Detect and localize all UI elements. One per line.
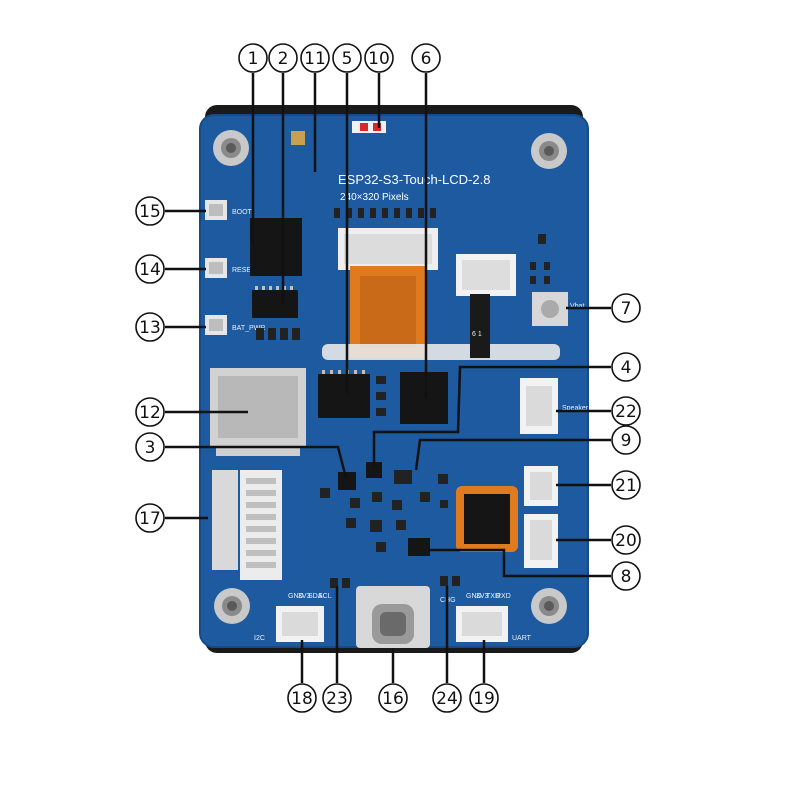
resistor-array [334,208,436,218]
chip-3 [338,472,356,490]
callout-17: 17 [139,509,161,529]
mounting-hole-top-right [531,133,567,169]
callout-3: 3 [145,438,156,458]
uart-pin-txd: TXD [486,593,500,600]
mounting-hole-top-left [213,130,249,166]
callout-20: 20 [615,531,637,551]
flash-chip [252,290,298,318]
i2c-connector[interactable] [276,606,324,642]
uart-pin-rxd: RXD [496,593,511,600]
callout-19: 19 [473,689,495,709]
i2c-pin-3v3: 3V3 [298,593,311,600]
chip-8 [408,538,430,556]
mounting-hole-bottom-right [531,588,567,624]
board-subtitle: 240×320 Pixels [340,192,409,203]
connector-20[interactable] [524,514,558,568]
callout-2: 2 [278,49,289,69]
callout-7: 7 [621,299,632,319]
callout-23: 23 [326,689,348,709]
callout-5: 5 [342,49,353,69]
leader-lines [165,73,611,683]
connector-22[interactable] [520,378,558,434]
board-title: ESP32-S3-Touch-LCD-2.8 [338,172,490,187]
i2c-pin-scl: SCL [318,593,332,600]
callout-21: 21 [615,476,637,496]
usb-c-port[interactable] [356,586,430,648]
callout-9: 9 [621,431,632,451]
callout-13: 13 [139,318,161,338]
callout-10: 10 [368,49,390,69]
callout-4: 4 [621,358,632,378]
connector-21[interactable] [524,466,558,506]
esp32-chip [250,218,302,276]
boot-label: BOOT [232,209,253,216]
boot-button[interactable] [205,200,227,220]
callout-6: 6 [421,49,432,69]
uart-connector[interactable] [456,606,508,642]
pcb-slot [322,344,560,360]
mounting-hole-bottom-left [214,588,250,624]
reset-button[interactable] [205,258,227,278]
chip-5 [318,374,370,418]
led-indicator [360,123,368,131]
callout-15: 15 [139,202,161,222]
callout-24: 24 [436,689,458,709]
i2c-label: I2C [254,635,265,642]
callout-22: 22 [615,402,637,422]
i2c-pin-sda: SDA [308,593,323,600]
callout-circles [135,43,641,713]
antenna-pad [291,131,305,145]
callout-18: 18 [291,689,313,709]
callout-11: 11 [304,49,326,69]
touch-cable-label: 6 1 [472,331,482,338]
uart-label: UART [512,635,532,642]
uart-pin-3v3: 3V3 [476,593,489,600]
reset-label: RESET [232,267,256,274]
callout-14: 14 [139,260,161,280]
uart-pin-gnd: GND [466,593,482,600]
touch-flex-cable [470,294,490,358]
speaker-label: Speaker [562,405,589,412]
chip-9 [366,462,382,478]
i2c-pin-gnd: GND [288,593,304,600]
callout-12: 12 [139,403,161,423]
callout-1: 1 [248,49,259,69]
chip-6 [400,372,448,424]
callout-16: 16 [382,689,404,709]
bat-pwr-label: BAT_PWR [232,325,265,332]
bat-pwr-button[interactable] [205,315,227,335]
callout-8: 8 [621,567,632,587]
expansion-header-17[interactable] [212,470,282,580]
vbat-label: Vbat [570,303,584,310]
